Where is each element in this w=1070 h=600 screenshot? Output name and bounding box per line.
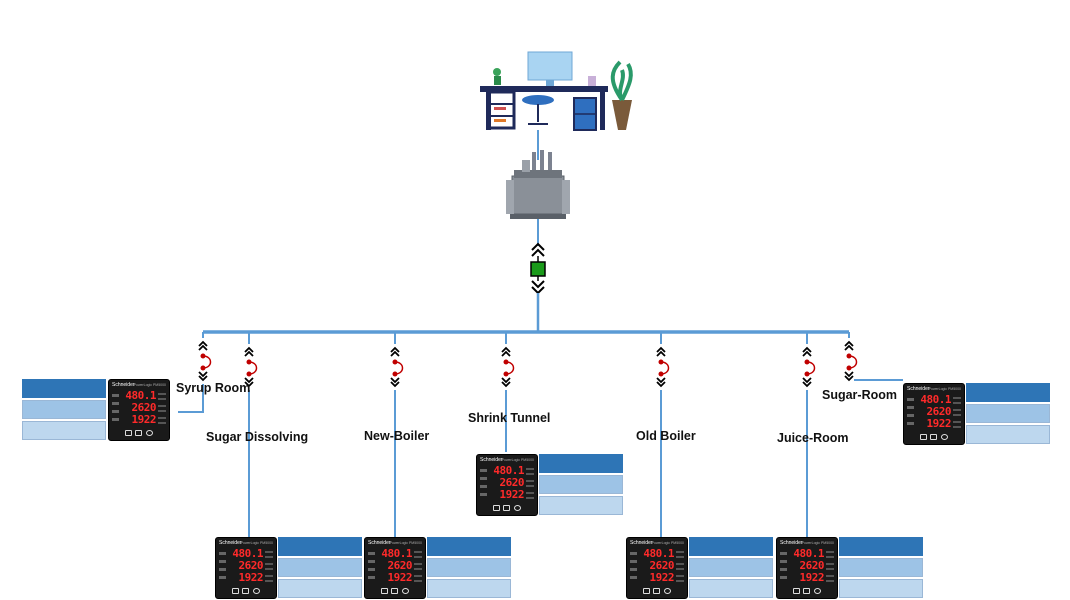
meter-reading: 480.1 [381, 547, 412, 560]
value-box[interactable] [278, 579, 362, 598]
meter-reading: 1922 [926, 417, 952, 430]
meter-reading: 2620 [238, 559, 264, 572]
meter-reading: 2620 [649, 559, 675, 572]
feeder-label-old-boiler: Old Boiler [636, 429, 696, 443]
value-box[interactable] [539, 475, 623, 494]
transformer-icon [506, 130, 570, 246]
value-box[interactable] [278, 558, 362, 577]
meter-reading: 1922 [387, 571, 413, 584]
meter-value-boxes-juice-room [839, 537, 923, 600]
meter-value-boxes-sugar-dissolving [278, 537, 362, 600]
circuit-breaker-icon [244, 344, 258, 390]
meter-reading: 1922 [238, 571, 264, 584]
meter-reading: 1922 [499, 488, 525, 501]
meter-model: PowerLogic PM5000 [928, 387, 961, 391]
value-box[interactable] [427, 537, 511, 556]
circuit-breaker-icon [390, 344, 404, 390]
meter-reading: 480.1 [232, 547, 263, 560]
meter-reading: 2620 [499, 476, 525, 489]
feeder-label-new-boiler: New-Boiler [364, 429, 430, 443]
value-box[interactable] [22, 379, 106, 398]
meter-reading: 1922 [131, 413, 157, 426]
circuit-breaker-icon [501, 344, 515, 390]
meter-model: PowerLogic PM5000 [389, 541, 422, 545]
meter-model: PowerLogic PM5000 [501, 458, 534, 462]
workstation-desk-icon [480, 51, 633, 131]
meter-reading: 480.1 [793, 547, 824, 560]
meter-value-boxes-shrink-tunnel [539, 454, 623, 517]
value-box[interactable] [839, 537, 923, 556]
feeder-label-sugar-room: Sugar-Room [822, 388, 897, 402]
feeder-label-juice-room: Juice-Room [777, 431, 849, 445]
feeder-label-shrink-tunnel: Shrink Tunnel [468, 411, 551, 425]
value-box[interactable] [539, 454, 623, 473]
value-box[interactable] [966, 404, 1050, 423]
meter-reading: 480.1 [920, 393, 951, 406]
meter-value-boxes-syrup-room [22, 379, 106, 442]
meter-model: PowerLogic PM5000 [133, 383, 166, 387]
meter-brand: Schneider [480, 457, 503, 463]
meter-brand: Schneider [368, 540, 391, 546]
circuit-breaker-icon [844, 338, 858, 384]
meter-value-boxes-sugar-room [966, 383, 1050, 446]
meter-reading: 1922 [649, 571, 675, 584]
feeder-label-syrup-room: Syrup Room [176, 381, 251, 395]
value-box[interactable] [689, 579, 773, 598]
main-switch-icon [530, 242, 546, 332]
meter-reading: 2620 [926, 405, 952, 418]
circuit-breaker-icon [802, 344, 816, 390]
circuit-breaker-icon [198, 338, 212, 384]
value-box[interactable] [966, 425, 1050, 444]
meter-value-boxes-new-boiler [427, 537, 511, 600]
value-box[interactable] [427, 558, 511, 577]
meter-reading: 480.1 [125, 389, 156, 402]
meter-brand: Schneider [219, 540, 242, 546]
meter-reading: 480.1 [643, 547, 674, 560]
meter-brand: Schneider [112, 382, 135, 388]
value-box[interactable] [278, 537, 362, 556]
value-box[interactable] [966, 383, 1050, 402]
value-box[interactable] [689, 537, 773, 556]
meter-value-boxes-old-boiler [689, 537, 773, 600]
value-box[interactable] [839, 558, 923, 577]
feeder-label-sugar-dissolving: Sugar Dissolving [206, 430, 309, 444]
meter-reading: 480.1 [493, 464, 524, 477]
meter-brand: Schneider [907, 386, 930, 392]
breakers [198, 338, 858, 390]
circuit-breaker-icon [656, 344, 670, 390]
meter-brand: Schneider [780, 540, 803, 546]
meter-brand: Schneider [630, 540, 653, 546]
value-box[interactable] [22, 421, 106, 440]
meter-model: PowerLogic PM5000 [801, 541, 834, 545]
meter-reading: 2620 [131, 401, 157, 414]
value-box[interactable] [22, 400, 106, 419]
meter-reading: 2620 [799, 559, 825, 572]
value-box[interactable] [427, 579, 511, 598]
meter-reading: 2620 [387, 559, 413, 572]
value-box[interactable] [689, 558, 773, 577]
value-box[interactable] [839, 579, 923, 598]
meter-model: PowerLogic PM5000 [240, 541, 273, 545]
meter-reading: 1922 [799, 571, 825, 584]
meter-model: PowerLogic PM5000 [651, 541, 684, 545]
value-box[interactable] [539, 496, 623, 515]
